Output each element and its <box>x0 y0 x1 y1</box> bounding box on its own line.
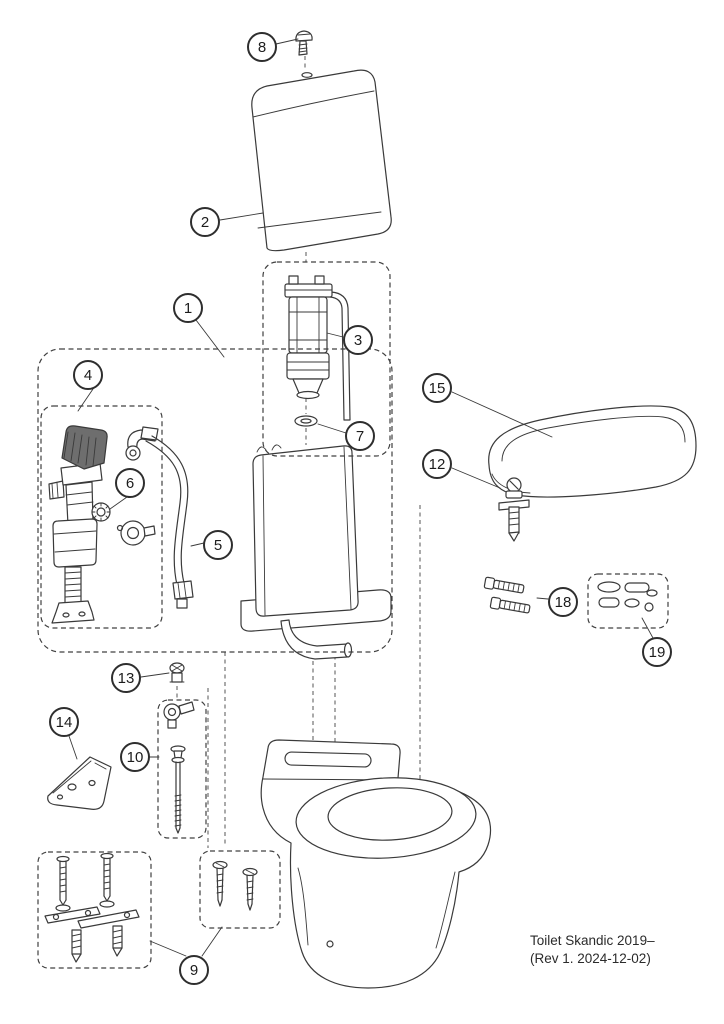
supply-hose-drawing <box>125 426 194 609</box>
dashed-group-fill-valve <box>40 405 163 629</box>
callout-19: 19 <box>642 637 672 667</box>
callout-3: 3 <box>343 325 373 355</box>
floor-fixing-kit-drawing <box>44 852 140 963</box>
screw-kit-drawing <box>163 701 195 834</box>
toilet-bowl-drawing <box>260 739 492 989</box>
cistern-tank-drawing <box>240 444 392 660</box>
callout-7: 7 <box>345 421 375 451</box>
callout-4: 4 <box>73 360 103 390</box>
callout-1: 1 <box>173 293 203 323</box>
wall-bracket-drawing <box>47 756 112 810</box>
dashed-group-floor-kit <box>37 851 152 969</box>
callout-12: 12 <box>422 449 452 479</box>
lid-screw-drawing <box>295 30 313 56</box>
drawing-title: Toilet Skandic 2019– <box>530 933 655 948</box>
callout-8: 8 <box>247 32 277 62</box>
drawing-title-block: Toilet Skandic 2019– (Rev 1. 2024-12-02) <box>530 932 655 968</box>
assembly-dashed-lines <box>176 56 421 848</box>
fill-valve-drawing <box>48 462 103 624</box>
seat-drawing <box>488 405 697 498</box>
gasket-set-drawing <box>597 581 658 612</box>
dashed-group-flush-valve <box>262 261 391 457</box>
callout-6: 6 <box>115 468 145 498</box>
callout-18: 18 <box>548 587 578 617</box>
callout-9: 9 <box>179 955 209 985</box>
flush-valve-drawing <box>284 275 351 421</box>
seat-hinge-drawing <box>498 477 530 542</box>
tank-lid-drawing <box>251 69 392 252</box>
callout-13: 13 <box>111 663 141 693</box>
screws-pair-drawing <box>212 860 258 911</box>
dashed-group-screws <box>199 850 281 929</box>
seal-kit-drawing <box>91 502 156 546</box>
leader-lines <box>68 38 654 957</box>
fill-valve-cap-drawing <box>61 425 108 470</box>
group-boxes <box>37 261 669 969</box>
callout-10: 10 <box>120 742 150 772</box>
drawing-revision: (Rev 1. 2024-12-02) <box>530 951 651 967</box>
dashed-group-screw-kit <box>157 699 207 839</box>
dashed-group-main <box>37 348 393 653</box>
dashed-group-gasket-set <box>587 573 669 629</box>
seat-bolts-drawing <box>483 576 531 614</box>
callout-2: 2 <box>190 207 220 237</box>
callout-5: 5 <box>203 530 233 560</box>
clip-drawing <box>169 662 185 683</box>
callout-14: 14 <box>49 707 79 737</box>
tank-gasket-drawing <box>294 415 318 427</box>
callout-15: 15 <box>422 373 452 403</box>
